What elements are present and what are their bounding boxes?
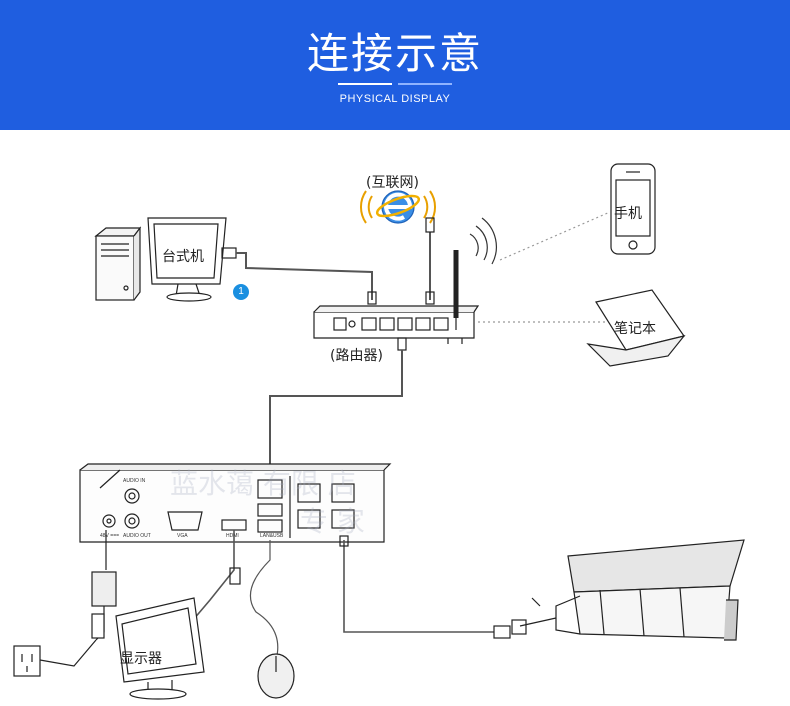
phone-label: 手机 bbox=[614, 206, 642, 222]
router-uplink-plug bbox=[397, 337, 407, 351]
power-adapter-icon bbox=[91, 530, 117, 641]
monitor-label: 显示器 bbox=[120, 651, 162, 667]
phone-icon bbox=[610, 163, 656, 255]
nvr-icon bbox=[79, 463, 392, 543]
wifi-signal-icon bbox=[359, 190, 437, 224]
hdmi-cable-plug bbox=[229, 567, 241, 585]
vga-port-label: VGA bbox=[177, 533, 188, 539]
hdmi-port-label: HDMI bbox=[226, 533, 239, 539]
desktop-label: 台式机 bbox=[162, 249, 204, 265]
internet-cable-plug bbox=[425, 217, 435, 233]
laptop-label: 笔记本 bbox=[614, 321, 656, 337]
page-title: 连接示意 bbox=[306, 29, 483, 78]
internet-label: (互联网) bbox=[366, 175, 419, 191]
router-label: (路由器) bbox=[330, 348, 383, 364]
title-divider-left bbox=[338, 83, 392, 85]
watermark-line2: 专 家 bbox=[300, 505, 365, 538]
mouse-icon bbox=[257, 653, 295, 699]
ie-icon bbox=[375, 190, 421, 224]
desktop-pc-icon bbox=[94, 226, 142, 301]
header-banner: 连接示意 PHYSICAL DISPLAY bbox=[0, 0, 790, 130]
step-marker: 1 bbox=[233, 284, 249, 300]
audio-out-label: AUDIO OUT bbox=[123, 533, 151, 539]
page-subtitle: PHYSICAL DISPLAY bbox=[339, 93, 451, 105]
monitor-icon bbox=[115, 597, 205, 700]
desktop-monitor-icon bbox=[147, 217, 227, 302]
router-wifi-icon bbox=[469, 217, 497, 265]
power-outlet-icon bbox=[13, 639, 97, 677]
power-port-label: 48V === bbox=[100, 533, 120, 539]
connection-diagram bbox=[13, 163, 745, 700]
audio-in-label: AUDIO IN bbox=[123, 478, 146, 484]
lan-usb-port-label: LAN&USB bbox=[260, 533, 284, 539]
camera-icon bbox=[511, 539, 745, 641]
router-port-plug-1 bbox=[367, 291, 377, 305]
title-divider-right bbox=[398, 83, 452, 85]
watermark-line1: 蓝水蔼 有限 店 bbox=[170, 467, 356, 500]
router-icon bbox=[313, 250, 480, 344]
camera-cable-plug bbox=[493, 625, 511, 639]
poe-port-plug bbox=[339, 535, 349, 547]
laptop-icon bbox=[586, 289, 686, 367]
router-port-plug-2 bbox=[425, 291, 435, 305]
desktop-rj45-plug bbox=[221, 247, 237, 259]
